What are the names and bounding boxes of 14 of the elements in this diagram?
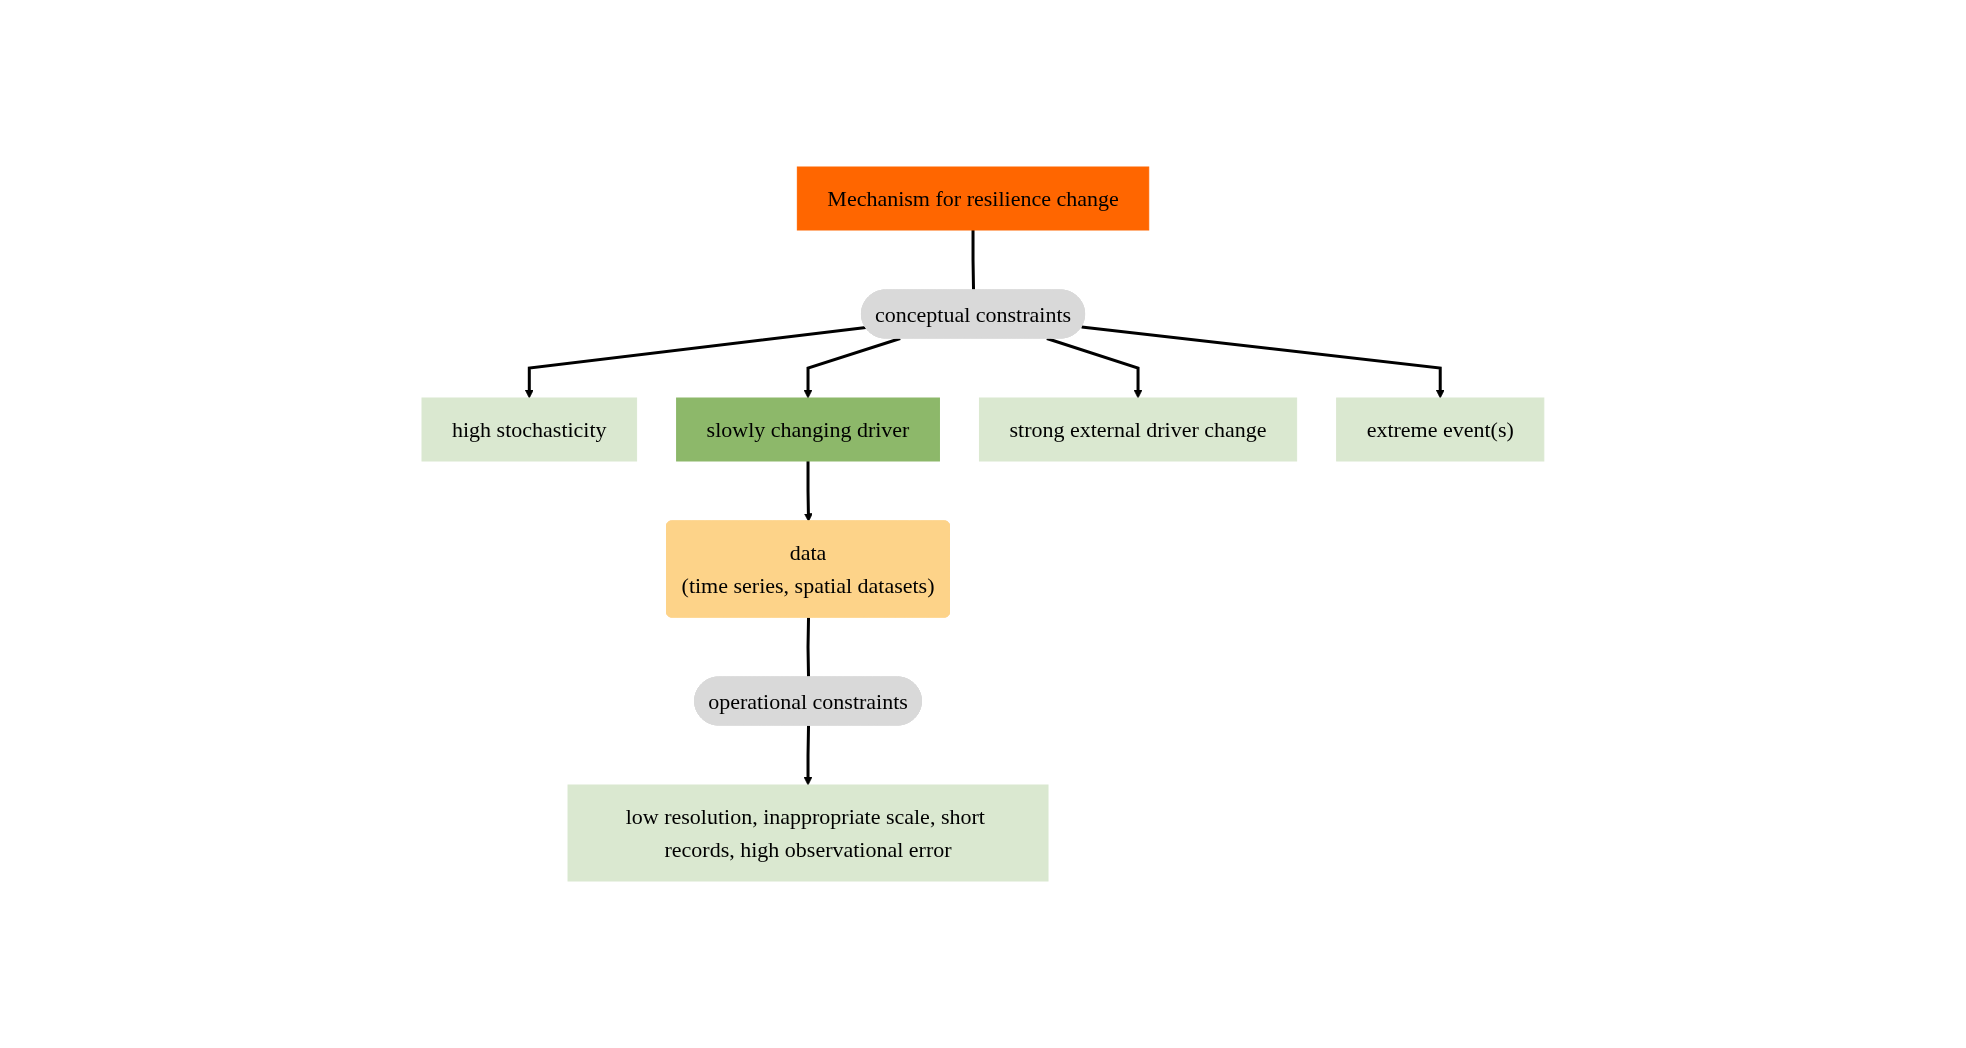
arrow xyxy=(1046,337,1143,399)
arrow xyxy=(804,461,813,522)
connector xyxy=(971,230,976,291)
node-box: strong external driver change xyxy=(979,397,1298,462)
node-box: slowly changing driver xyxy=(676,397,941,462)
connector xyxy=(806,617,811,678)
node-box: high stochasticity xyxy=(421,397,638,462)
arrow xyxy=(525,326,867,399)
arrow xyxy=(803,725,813,786)
arrow xyxy=(1081,325,1445,399)
node-box: extreme event(s) xyxy=(1336,397,1545,462)
arrow xyxy=(803,337,901,399)
node-box: low resolution, inappropriate scale, short records, high observational error xyxy=(567,784,1049,882)
node-box: Mechanism for resilience change xyxy=(796,166,1150,231)
